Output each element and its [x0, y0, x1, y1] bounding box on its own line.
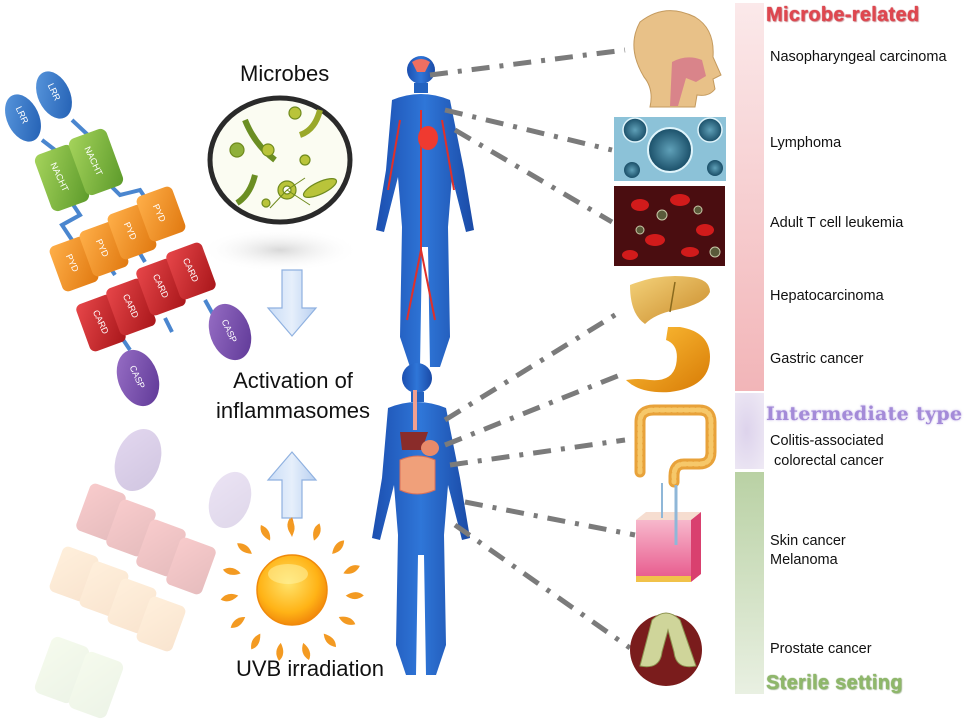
connector-nasopharyngeal: [429, 47, 626, 78]
lrr-domain: [5, 94, 41, 142]
connector-liver: [443, 307, 625, 423]
connector-skin: [464, 499, 636, 538]
casp-domain: [116, 349, 160, 407]
inflammasome-structure: [5, 71, 252, 407]
connector-prostate: [453, 522, 632, 651]
connector-lymphoma: [444, 107, 613, 153]
pyd-domain: [136, 186, 186, 242]
connector-leukemia: [453, 127, 614, 225]
activation-label-line2: inflammasomes: [215, 398, 371, 423]
disease-label: Lymphoma: [770, 135, 842, 151]
stomach-icon: [626, 327, 710, 393]
activation-label-line1: Activation of: [233, 368, 353, 393]
disease-label: Adult T cell leukemia: [770, 215, 904, 231]
disease-label: Skin cancer: [770, 533, 846, 549]
lymphocyte-cells-icon: [614, 117, 726, 181]
category-bar-sterile: [735, 472, 764, 694]
casp-domain: [208, 303, 252, 361]
colon-icon: [634, 404, 717, 488]
lrr-domain: [36, 71, 72, 119]
disease-label: Hepatocarcinoma: [770, 288, 884, 304]
connector-colon: [449, 437, 626, 468]
connector-stomach: [444, 372, 621, 448]
microbes-label: Microbes: [240, 61, 330, 86]
inflammasome-reflection: [34, 429, 252, 719]
blood-cells-virus-icon: [614, 186, 725, 266]
category-bar-intermediate: [735, 393, 764, 469]
disease-label-line2: colorectal cancer: [774, 453, 884, 469]
category-title-microbe-related: Microbe-related: [766, 4, 920, 26]
arrow-down: [266, 269, 318, 337]
disease-label: Prostate cancer: [770, 641, 872, 657]
connector-lines: [429, 47, 636, 651]
category-bar-microbe-related: [735, 3, 764, 391]
skin-section-icon: [636, 483, 701, 582]
human-body-organs: [372, 363, 470, 675]
sun-icon: [220, 517, 364, 661]
liver-icon: [630, 276, 710, 324]
uvb-label: UVB irradiation: [236, 656, 384, 681]
disease-label: Gastric cancer: [770, 351, 864, 367]
category-title-intermediate: Intermediate type: [766, 403, 963, 425]
prostate-icon: [630, 612, 702, 686]
arrow-up: [266, 451, 318, 519]
disease-label: Colitis-associated: [770, 433, 884, 449]
nacht-domain: [68, 128, 124, 196]
card-domain: [166, 242, 216, 300]
disease-label: Nasopharyngeal carcinoma: [770, 49, 947, 65]
head-nasopharynx-icon: [633, 10, 722, 108]
human-body-circulatory: [376, 56, 474, 367]
microbes-illustration: [200, 95, 360, 272]
category-title-sterile: Sterile setting: [766, 672, 903, 694]
disease-label-line2: Melanoma: [770, 552, 838, 568]
